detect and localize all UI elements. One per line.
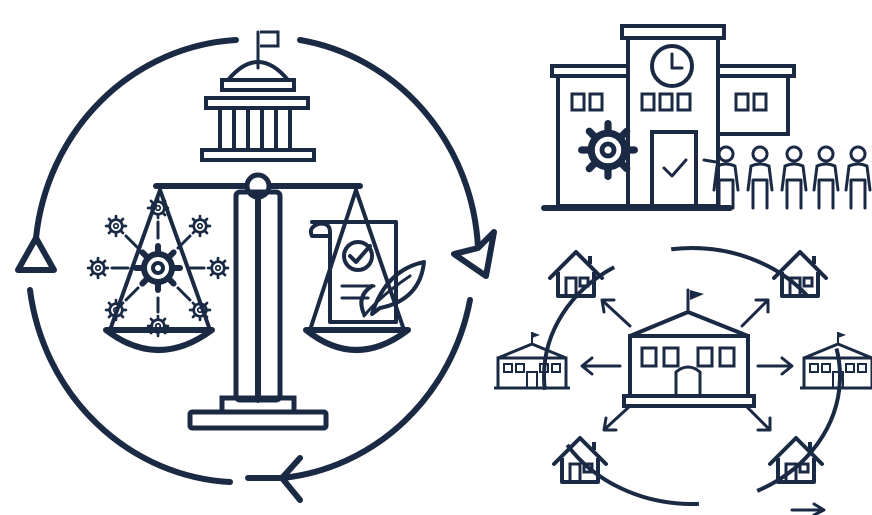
checkbox-door-icon xyxy=(650,130,698,210)
capitol-dome-icon xyxy=(200,30,316,162)
bottom-arrow-icon xyxy=(790,502,826,515)
network-gears-icon xyxy=(86,196,230,338)
cycle-arrows-icon xyxy=(15,37,497,503)
outward-arrows xyxy=(580,298,794,432)
central-school-icon xyxy=(622,288,756,408)
network-circle xyxy=(542,246,842,506)
balance-scale-icon xyxy=(103,172,411,431)
group-of-people-icon xyxy=(702,145,872,210)
checklist-scroll-icon xyxy=(308,220,398,324)
leaf-icon xyxy=(359,260,426,318)
clock-icon xyxy=(650,44,694,88)
gear-icon xyxy=(582,124,635,177)
